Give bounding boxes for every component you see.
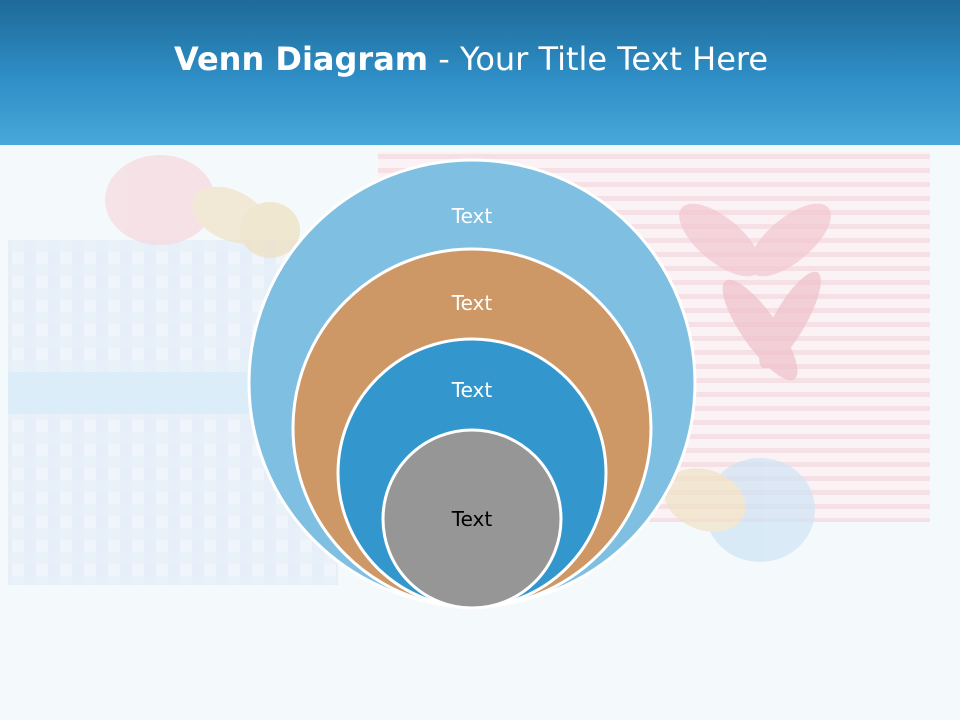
circle-inner [381,428,563,610]
pink-bow [679,203,831,381]
circle-inner-label: Text [451,507,493,531]
circle-outer-label: Text [451,204,493,228]
slide-title: Venn Diagram - Your Title Text Here [0,40,942,78]
blue-pacifier [664,458,815,562]
circle-second-label: Text [451,291,493,315]
pink-pacifier [105,155,300,258]
header-bar: Venn Diagram - Your Title Text Here [0,0,960,145]
circle-third-label: Text [451,378,493,402]
title-rest: - Your Title Text Here [428,40,769,78]
title-bold: Venn Diagram [173,40,429,78]
